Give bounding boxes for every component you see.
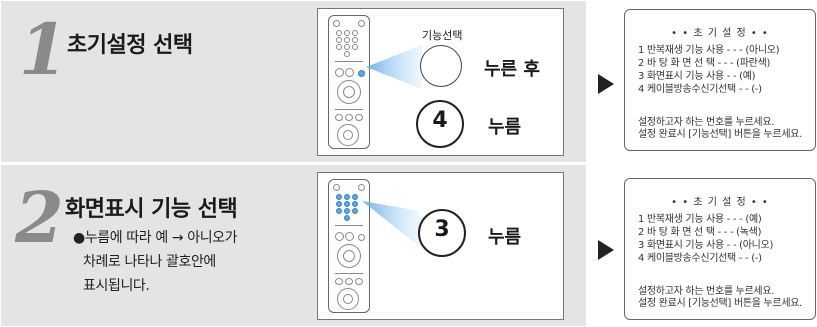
number-button [418,209,466,257]
step-2-panel: 2 화면표시 기능 선택 ●누름에 따라 예 → 아니오가 차례로 나타나 괄호… [1,165,586,326]
osd-footer-line: 설정 완료시 [기능선택] 버튼을 누르세요. [638,129,802,140]
number-button-label: 3 [434,217,450,242]
osd-item: 1 반복재생 기능 사용 - - - (예) [638,214,762,225]
osd-item: 4 케이블방송수신기선택 - - (-) [638,84,762,95]
osd-item: 3 화면표시 기능 사용 - - (예) [638,71,756,82]
remote-control [328,15,370,149]
press-text: 누름 [488,227,522,248]
osd-item: 3 화면표시 기능 사용 - - (아니오) [638,240,774,251]
step-number: 2 [15,176,64,259]
remote-card: 3 누름 [317,172,564,320]
remote-card: 기능선택 누른 후 4 누름 [317,8,564,156]
press-after-text: 누른 후 [484,59,540,80]
osd-header: • • 초 기 설 정 • • [671,197,769,208]
number-button [416,100,464,148]
osd-item: 2 바 탕 화 면 선 택 - - - (녹색) [638,227,762,238]
step-title: 초기설정 선택 [67,33,193,58]
osd-item: 4 케이블방송수신기선택 - - (-) [638,253,762,264]
osd-footer-line: 설정하고자 하는 번호를 누르세요. [638,117,775,128]
press-text: 누름 [488,117,522,138]
osd-footer-line: 설정하고자 하는 번호를 누르세요. [638,286,775,297]
osd-footer-line: 설정 완료시 [기능선택] 버튼을 누르세요. [638,298,802,309]
step-note-line: ●누름에 따라 예 → 아니오가 [73,230,238,246]
osd-item: 1 반복재생 기능 사용 - - - (아니오) [638,45,780,56]
function-select-button [420,45,462,87]
next-arrow-icon [598,240,614,260]
function-select-label: 기능선택 [422,29,463,42]
highlight-ray [362,201,420,247]
step-number: 1 [19,8,68,91]
step-title: 화면표시 기능 선택 [65,197,238,222]
number-button-label: 4 [432,108,448,133]
osd-screen: • • 초 기 설 정 • • 1 반복재생 기능 사용 - - - (아니오)… [624,9,816,151]
highlight-ray [366,45,422,89]
osd-item: 2 바 탕 화 면 선 택 - - - (파란색) [638,58,771,69]
step-1-panel: 1 초기설정 선택 [1,1,586,162]
step-note-line: 차례로 나타나 괄호안에 [83,254,216,270]
osd-screen: • • 초 기 설 정 • • 1 반복재생 기능 사용 - - - (예) 2… [624,178,816,320]
next-arrow-icon [598,74,614,94]
step-note-line: 표시됩니다. [83,278,150,294]
osd-header: • • 초 기 설 정 • • [671,28,769,39]
